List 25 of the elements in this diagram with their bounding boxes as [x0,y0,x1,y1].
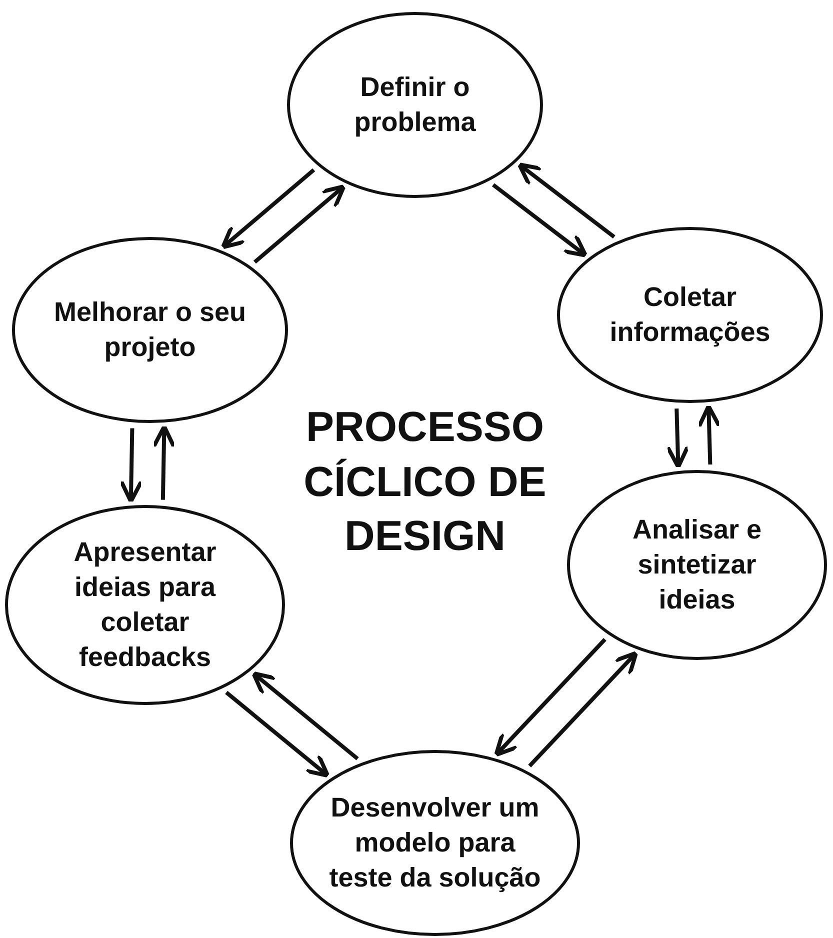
node-text: Desenvolver um modelo para teste da solução [328,791,542,895]
process-ellipse [12,237,288,423]
node-text: Coletar informações [608,280,772,349]
arrow [152,424,176,500]
process-ellipse [287,12,543,198]
node-text: Apresentar ideias para coletar feedbacks [72,536,218,674]
process-ellipse [567,470,827,660]
node-text: Analisar e sintetizar ideias [631,513,763,617]
process-ellipse [5,505,285,705]
arrow [253,184,346,264]
arrow [666,408,690,469]
diagram-title: PROCESSO CÍCLICO DE DESIGN [302,402,548,562]
process-ellipse [557,227,823,403]
process-ellipse [290,750,580,936]
arrow [494,638,606,757]
arrow [528,650,638,768]
arrow [697,404,722,465]
arrow [119,428,144,504]
arrow [517,162,616,239]
node-text: Definir o problema [353,70,477,139]
arrow [225,690,330,778]
arrow [252,671,359,760]
arrow [220,168,316,250]
arrow [492,183,588,258]
node-text: Melhorar o seu projeto [52,296,248,364]
